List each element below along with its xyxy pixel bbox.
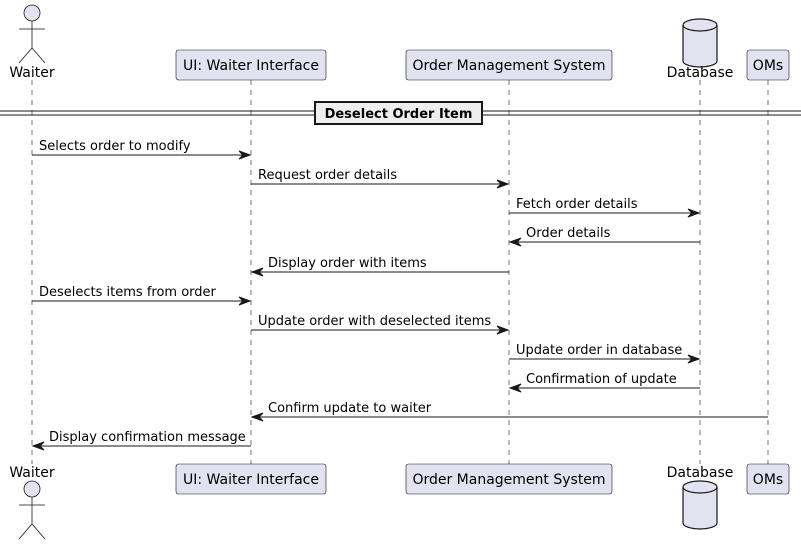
message-3: Fetch order details [509, 197, 701, 218]
message-1: Selects order to modify [32, 139, 252, 160]
message-label: Display confirmation message [49, 430, 246, 445]
message-label: Deselects items from order [39, 285, 217, 300]
arrowhead-icon [496, 179, 510, 189]
message-4: Order details [508, 226, 700, 247]
message-2: Request order details [251, 168, 510, 189]
arrowhead-icon [31, 441, 45, 451]
participant-label: UI: Waiter Interface [183, 58, 319, 74]
message-label: Update order in database [516, 343, 682, 358]
participant-waiter-bottom: Waiter [9, 465, 55, 540]
message-label: Request order details [258, 168, 397, 183]
participant-db-bottom: Database [667, 465, 734, 530]
participant-label: Order Management System [412, 472, 605, 488]
arrowhead-icon [687, 208, 701, 218]
arrowhead-icon [238, 150, 252, 160]
message-label: Order details [526, 226, 611, 241]
participant-oms2-bottom: OMs [746, 463, 790, 495]
participant-box [746, 49, 790, 81]
participant-label: Waiter [9, 65, 55, 81]
message-7: Update order with deselected items [251, 314, 510, 335]
arrowhead-icon [250, 267, 264, 277]
message-11: Display confirmation message [31, 430, 251, 451]
message-label: Selects order to modify [39, 139, 191, 154]
participant-oms-bottom: Order Management System [405, 463, 613, 495]
participant-label: UI: Waiter Interface [183, 472, 319, 488]
database-icon [682, 480, 718, 530]
participant-oms-top: Order Management System [405, 49, 613, 81]
message-8: Update order in database [509, 343, 701, 364]
divider-label: Deselect Order Item [325, 107, 473, 122]
message-9: Confirmation of update [508, 372, 700, 393]
participants-bottom: Waiter UI: Waiter Interface Order Manageme… [9, 463, 790, 540]
participant-label: OMs [753, 472, 783, 488]
database-icon [682, 18, 718, 68]
participant-box [175, 463, 327, 495]
participant-oms2-top: OMs [746, 49, 790, 81]
message-label: Fetch order details [516, 197, 638, 212]
participant-box [405, 49, 613, 81]
arrowhead-icon [250, 412, 264, 422]
message-5: Display order with items [250, 256, 509, 277]
message-6: Deselects items from order [32, 285, 252, 306]
section-divider: Deselect Order Item [0, 101, 801, 125]
participant-label: Order Management System [412, 58, 605, 74]
arrowhead-icon [508, 237, 522, 247]
message-label: Display order with items [268, 256, 427, 271]
actor-icon [18, 480, 46, 540]
arrowhead-icon [508, 383, 522, 393]
participant-box [746, 463, 790, 495]
arrowhead-icon [496, 325, 510, 335]
message-10: Confirm update to waiter [250, 401, 768, 422]
participant-box [175, 49, 327, 81]
participant-label: Waiter [9, 465, 55, 481]
arrowhead-icon [687, 354, 701, 364]
participant-ui-top: UI: Waiter Interface [175, 49, 327, 81]
arrowhead-icon [238, 296, 252, 306]
participant-label: OMs [753, 58, 783, 74]
participants-top: Waiter UI: Waiter Interface Order Manageme… [9, 4, 790, 81]
participant-ui-bottom: UI: Waiter Interface [175, 463, 327, 495]
participant-label: Database [667, 65, 734, 81]
participant-box [405, 463, 613, 495]
participant-waiter-top: Waiter [9, 4, 55, 81]
participant-db-top: Database [667, 18, 734, 81]
message-label: Confirmation of update [526, 372, 677, 387]
divider-box [314, 101, 483, 125]
actor-icon [18, 4, 46, 64]
message-label: Update order with deselected items [258, 314, 491, 329]
participant-label: Database [667, 465, 734, 481]
message-label: Confirm update to waiter [268, 401, 432, 416]
